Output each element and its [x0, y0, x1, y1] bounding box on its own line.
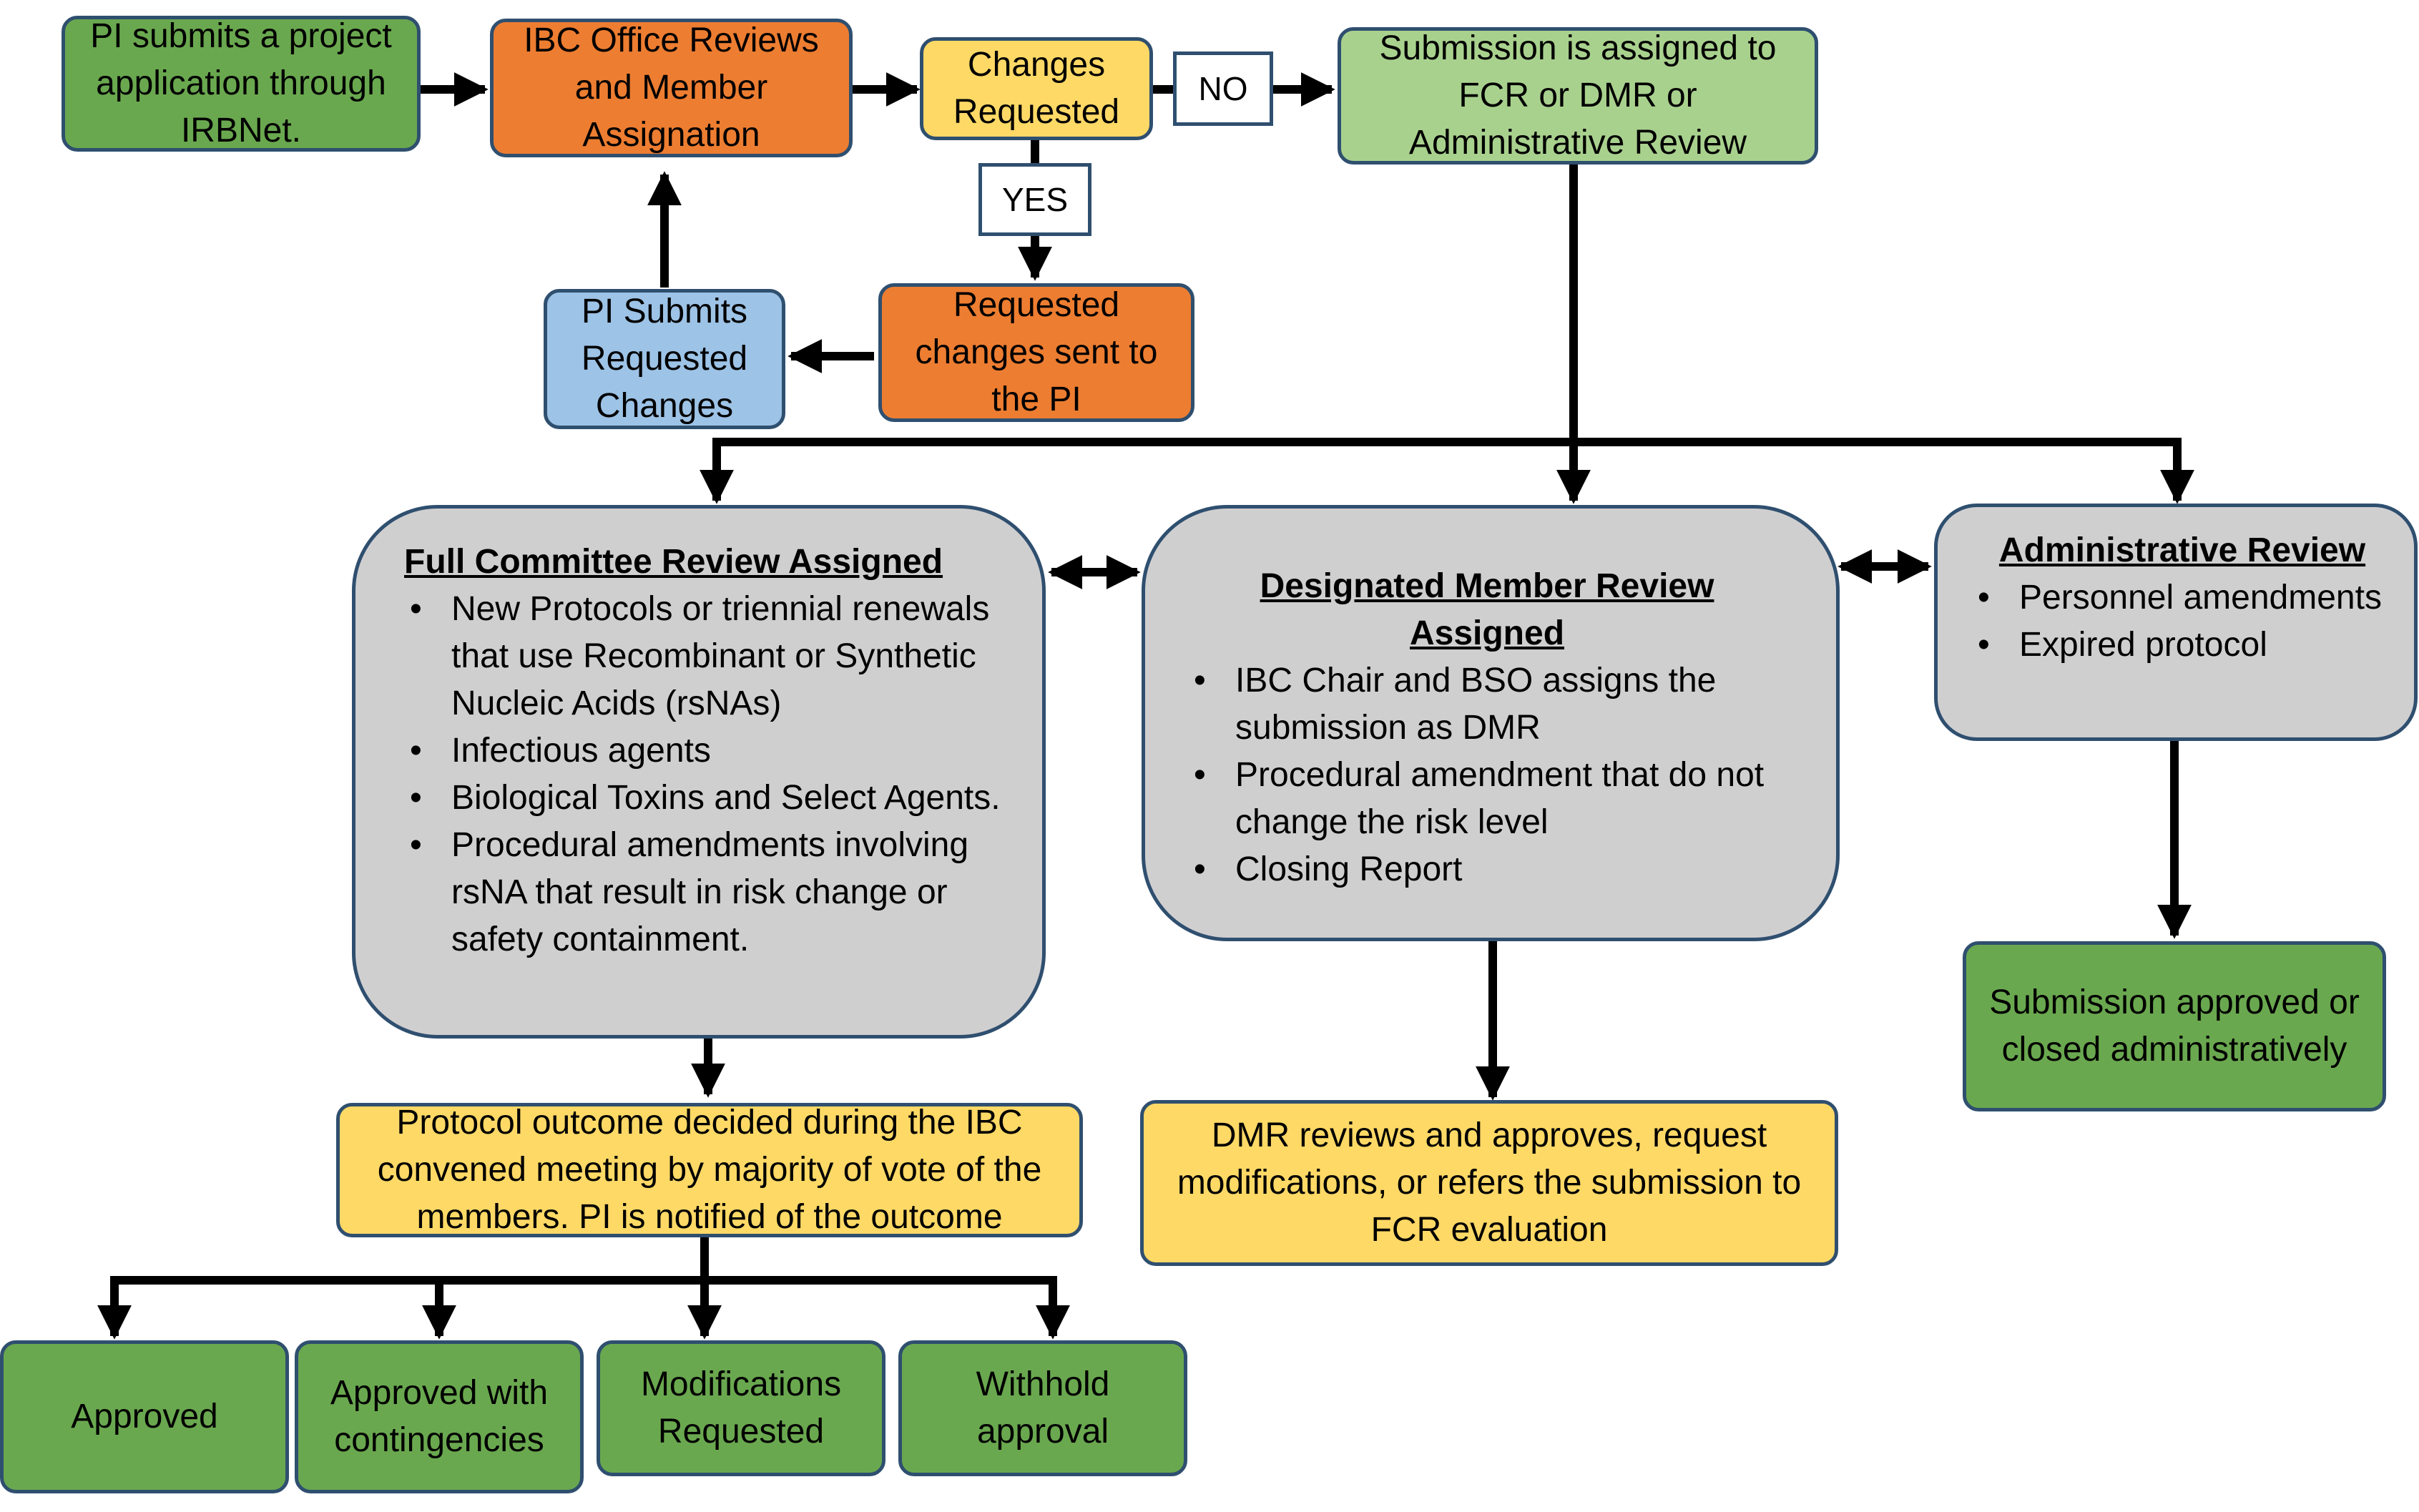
no-label-text: NO — [1198, 70, 1248, 107]
admin-item-text: Personnel amendments — [2019, 579, 2382, 617]
ibc-office-node: IBC Office Reviews and Member Assignatio… — [490, 19, 853, 157]
fcr-item-text: New Protocols or triennial renewals that… — [451, 590, 990, 722]
ibc-office-text: IBC Office Reviews and Member Assignatio… — [524, 21, 819, 154]
approved-contingencies-node: Approved with contingencies — [295, 1340, 584, 1493]
designated-member-review-node: Designated Member Review Assigned • IBC C… — [1142, 505, 1840, 941]
withhold-approval-node: Withhold approval — [898, 1340, 1187, 1476]
submission-assigned-text: Submission is assigned to FCR or DMR or … — [1379, 29, 1777, 162]
approved-contingencies-text: Approved with contingencies — [330, 1374, 549, 1459]
fcr-item-text: Procedural amendments involving rsNA tha… — [451, 826, 969, 958]
fcr-item-text: Biological Toxins and Select Agents. — [451, 779, 1001, 817]
bullet-icon: • — [1194, 850, 1206, 888]
fcr-item: • New Protocols or triennial renewals tha… — [404, 586, 1014, 727]
withhold-approval-text: Withhold approval — [976, 1365, 1110, 1450]
protocol-outcome-text: Protocol outcome decided during the IBC … — [377, 1104, 1042, 1236]
admin-item-text: Expired protocol — [2019, 626, 2267, 664]
dmr-reviews-node: DMR reviews and approves, request modifi… — [1140, 1100, 1838, 1266]
changes-requested-text: Changes Requested — [953, 46, 1120, 131]
administrative-review-node: Administrative Review • Personnel amendme… — [1934, 504, 2418, 741]
dmr-title: Designated Member Review Assigned — [1260, 567, 1714, 652]
bullet-icon: • — [1194, 662, 1206, 699]
protocol-outcome-node: Protocol outcome decided during the IBC … — [336, 1103, 1083, 1237]
dmr-list: • IBC Chair and BSO assigns the submissio… — [1188, 657, 1807, 893]
bullet-icon: • — [1978, 579, 1990, 617]
submission-assigned-node: Submission is assigned to FCR or DMR or … — [1338, 27, 1818, 165]
dmr-item: • Procedural amendment that do not change… — [1188, 752, 1807, 846]
dmr-item-text: Procedural amendment that do not change … — [1235, 756, 1765, 841]
pi-submits-node: PI submits a project application through… — [62, 16, 421, 152]
fcr-item: • Biological Toxins and Select Agents. — [404, 775, 1014, 822]
full-committee-review-node: Full Committee Review Assigned • New Prot… — [352, 505, 1046, 1039]
no-label: NO — [1173, 51, 1273, 126]
bullet-icon: • — [410, 732, 422, 770]
bullet-icon: • — [1978, 626, 1990, 664]
changes-requested-node: Changes Requested — [920, 37, 1153, 140]
modifications-requested-node: Modifications Requested — [597, 1340, 885, 1476]
yes-label-text: YES — [1001, 181, 1069, 218]
approved-text: Approved — [71, 1398, 218, 1435]
admin-item: • Expired protocol — [1972, 622, 2400, 669]
fcr-item: • Procedural amendments involving rsNA th… — [404, 822, 1014, 963]
bullet-icon: • — [410, 779, 422, 817]
pi-submits-text: PI submits a project application through… — [90, 17, 392, 149]
yes-label: YES — [978, 163, 1091, 236]
pi-submits-changes-node: PI Submits Requested Changes — [544, 289, 785, 429]
requested-changes-sent-node: Requested changes sent to the PI — [878, 283, 1194, 422]
dmr-reviews-text: DMR reviews and approves, request modifi… — [1177, 1116, 1802, 1249]
fcr-title: Full Committee Review Assigned — [404, 543, 943, 581]
requested-changes-sent-text: Requested changes sent to the PI — [915, 286, 1158, 418]
fcr-list: • New Protocols or triennial renewals tha… — [404, 586, 1014, 963]
fcr-item-text: Infectious agents — [451, 732, 711, 770]
admin-approved-node: Submission approved or closed administra… — [1963, 941, 2386, 1111]
admin-item: • Personnel amendments — [1972, 574, 2400, 622]
dmr-item-text: Closing Report — [1235, 850, 1463, 888]
dmr-item-text: IBC Chair and BSO assigns the submission… — [1235, 662, 1717, 747]
modifications-requested-text: Modifications Requested — [640, 1365, 842, 1450]
pi-submits-changes-text: PI Submits Requested Changes — [581, 293, 748, 425]
admin-approved-text: Submission approved or closed administra… — [1989, 983, 2360, 1069]
admin-title: Administrative Review — [1998, 531, 2366, 569]
bullet-icon: • — [410, 826, 422, 864]
dmr-item: • IBC Chair and BSO assigns the submissio… — [1188, 657, 1807, 752]
fcr-item: • Infectious agents — [404, 727, 1014, 775]
admin-list: • Personnel amendments • Expired protocol — [1972, 574, 2400, 669]
bullet-icon: • — [410, 590, 422, 628]
dmr-item: • Closing Report — [1188, 846, 1807, 893]
bullet-icon: • — [1194, 756, 1206, 794]
approved-node: Approved — [0, 1340, 289, 1493]
